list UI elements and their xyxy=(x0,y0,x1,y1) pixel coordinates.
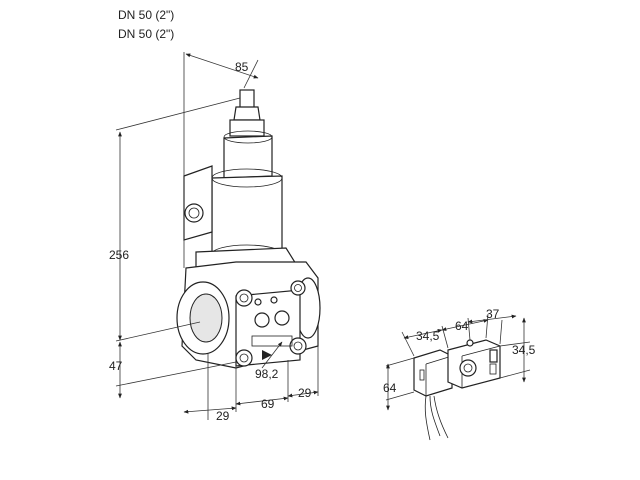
flow-arrow-icon xyxy=(262,350,272,360)
valve-front-plate xyxy=(235,289,301,367)
dim-256: 256 xyxy=(109,248,129,262)
dim-64-top: 64 xyxy=(455,319,469,333)
dim-47: 47 xyxy=(109,359,123,373)
dim-29-left: 29 xyxy=(216,409,230,423)
valve-dimensions: 85 256 47 29 69 29 98,2 xyxy=(109,52,319,423)
valve-stem-collar xyxy=(229,119,265,137)
dim-34-5-right: 34,5 xyxy=(512,343,536,357)
valve-bracket xyxy=(183,165,213,241)
valve-stem-nut xyxy=(233,106,261,121)
pressure-port-left xyxy=(254,312,270,328)
valve-coil-housing xyxy=(211,175,283,257)
plug-housing xyxy=(413,349,453,397)
bolt-bottom-left xyxy=(235,349,253,367)
connector-dimensions: 34,5 64 37 34,5 64 xyxy=(383,307,536,411)
socket-round-face xyxy=(459,359,477,377)
dim-29-right: 29 xyxy=(298,386,312,400)
valve-upper-cylinder xyxy=(223,135,273,179)
valve-drawing xyxy=(176,89,321,369)
bracket-hole xyxy=(184,203,204,223)
pressure-port-right xyxy=(274,310,290,326)
dim-64-left: 64 xyxy=(383,381,397,395)
dim-37: 37 xyxy=(486,307,500,321)
socket-tab xyxy=(489,349,498,363)
socket-screw xyxy=(466,339,474,347)
dim-69: 69 xyxy=(261,397,275,411)
dim-98-2: 98,2 xyxy=(255,367,279,381)
dim-85: 85 xyxy=(235,60,249,74)
header-line-1: DN 50 (2") xyxy=(118,8,174,22)
dim-34-5-top: 34,5 xyxy=(416,329,440,343)
header-line-2: DN 50 (2") xyxy=(118,27,174,41)
bolt-top-left xyxy=(235,289,253,307)
connector-drawing xyxy=(413,339,501,441)
bolt-top-right xyxy=(290,280,306,296)
valve-stem-top xyxy=(239,89,255,109)
